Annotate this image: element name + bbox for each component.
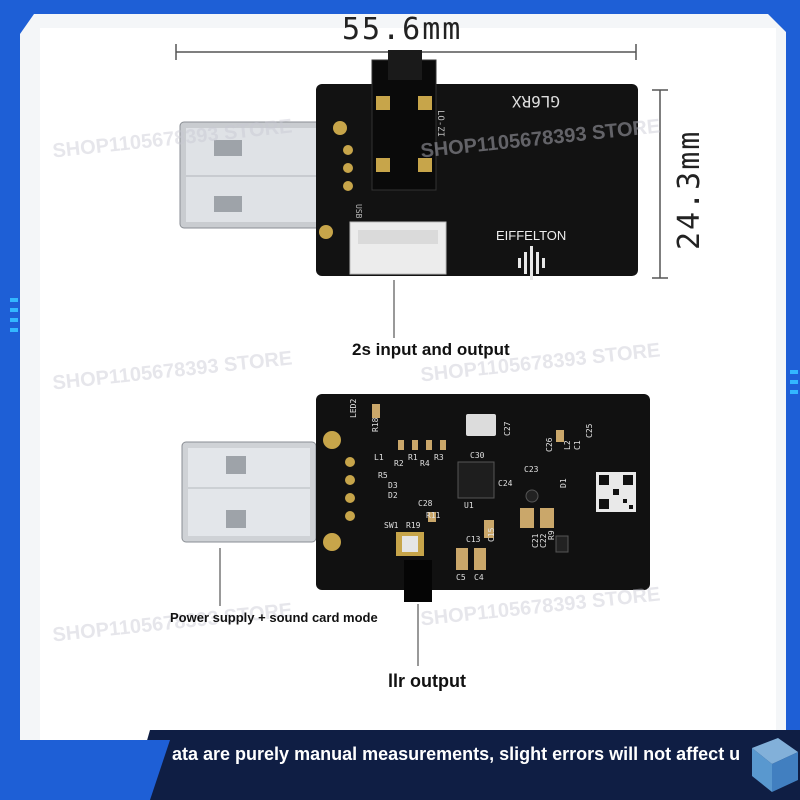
silk-d2: D2 xyxy=(388,491,398,500)
height-dimension-text: 24.3mm xyxy=(672,129,707,250)
board-model-text: GL6RX xyxy=(511,92,560,111)
silk-r11: R11 xyxy=(426,511,441,520)
i2s-label: 2s input and output xyxy=(352,340,510,359)
silk-sw1: SW1 xyxy=(384,521,399,530)
usb-plug-bottom xyxy=(181,441,317,543)
corner-cube-decoration xyxy=(752,738,798,792)
silk-u1: U1 xyxy=(464,501,474,510)
silk-c28: C28 xyxy=(418,499,433,508)
usb-plug-top xyxy=(179,121,331,229)
silk-c21: C21 xyxy=(531,533,540,548)
silk-c4: C4 xyxy=(474,573,484,582)
silk-d1: D1 xyxy=(559,478,568,488)
silk-r1: R1 xyxy=(408,453,418,462)
silk-c5: C5 xyxy=(456,573,466,582)
power-mode-label: Power supply + sound card mode xyxy=(170,610,378,625)
silk-l2: L2 xyxy=(563,440,572,450)
silk-c24: C24 xyxy=(498,479,513,488)
silk-c23: C23 xyxy=(524,465,539,474)
silk-c25: C25 xyxy=(585,423,594,438)
ilr-output-label: llr output xyxy=(388,671,466,691)
jack-text: LO-ZI xyxy=(435,110,445,137)
silk-l1: L1 xyxy=(374,453,384,462)
silk-led2: LED2 xyxy=(349,399,358,418)
right-accent-stripes xyxy=(790,370,798,394)
silk-r3: R3 xyxy=(434,453,444,462)
footer-disclaimer: ata are purely manual measurements, slig… xyxy=(172,744,741,764)
silk-c27: C27 xyxy=(503,421,512,436)
silk-r18: R18 xyxy=(371,417,380,432)
pcb-top xyxy=(316,50,638,280)
width-dimension-text: 55.6mm xyxy=(342,12,463,47)
silk-c22: C22 xyxy=(539,533,548,548)
silk-c26: C26 xyxy=(545,437,554,452)
silk-r5: R5 xyxy=(378,471,388,480)
board-brand-text: EIFFELTON xyxy=(496,228,566,243)
silk-c13: C13 xyxy=(466,535,481,544)
silk-r9: R9 xyxy=(547,530,556,540)
silk-c1: C1 xyxy=(573,440,582,450)
silk-r19: R19 xyxy=(406,521,421,530)
usb-text: USB xyxy=(354,204,363,219)
pcb-bottom xyxy=(316,394,650,602)
silk-r2: R2 xyxy=(394,459,404,468)
silk-c15: C15 xyxy=(487,527,496,542)
silk-r4: R4 xyxy=(420,459,430,468)
height-dimension-line xyxy=(652,89,668,279)
left-accent-stripes xyxy=(10,298,18,332)
silk-d3: D3 xyxy=(388,481,398,490)
silk-c30: C30 xyxy=(470,451,485,460)
